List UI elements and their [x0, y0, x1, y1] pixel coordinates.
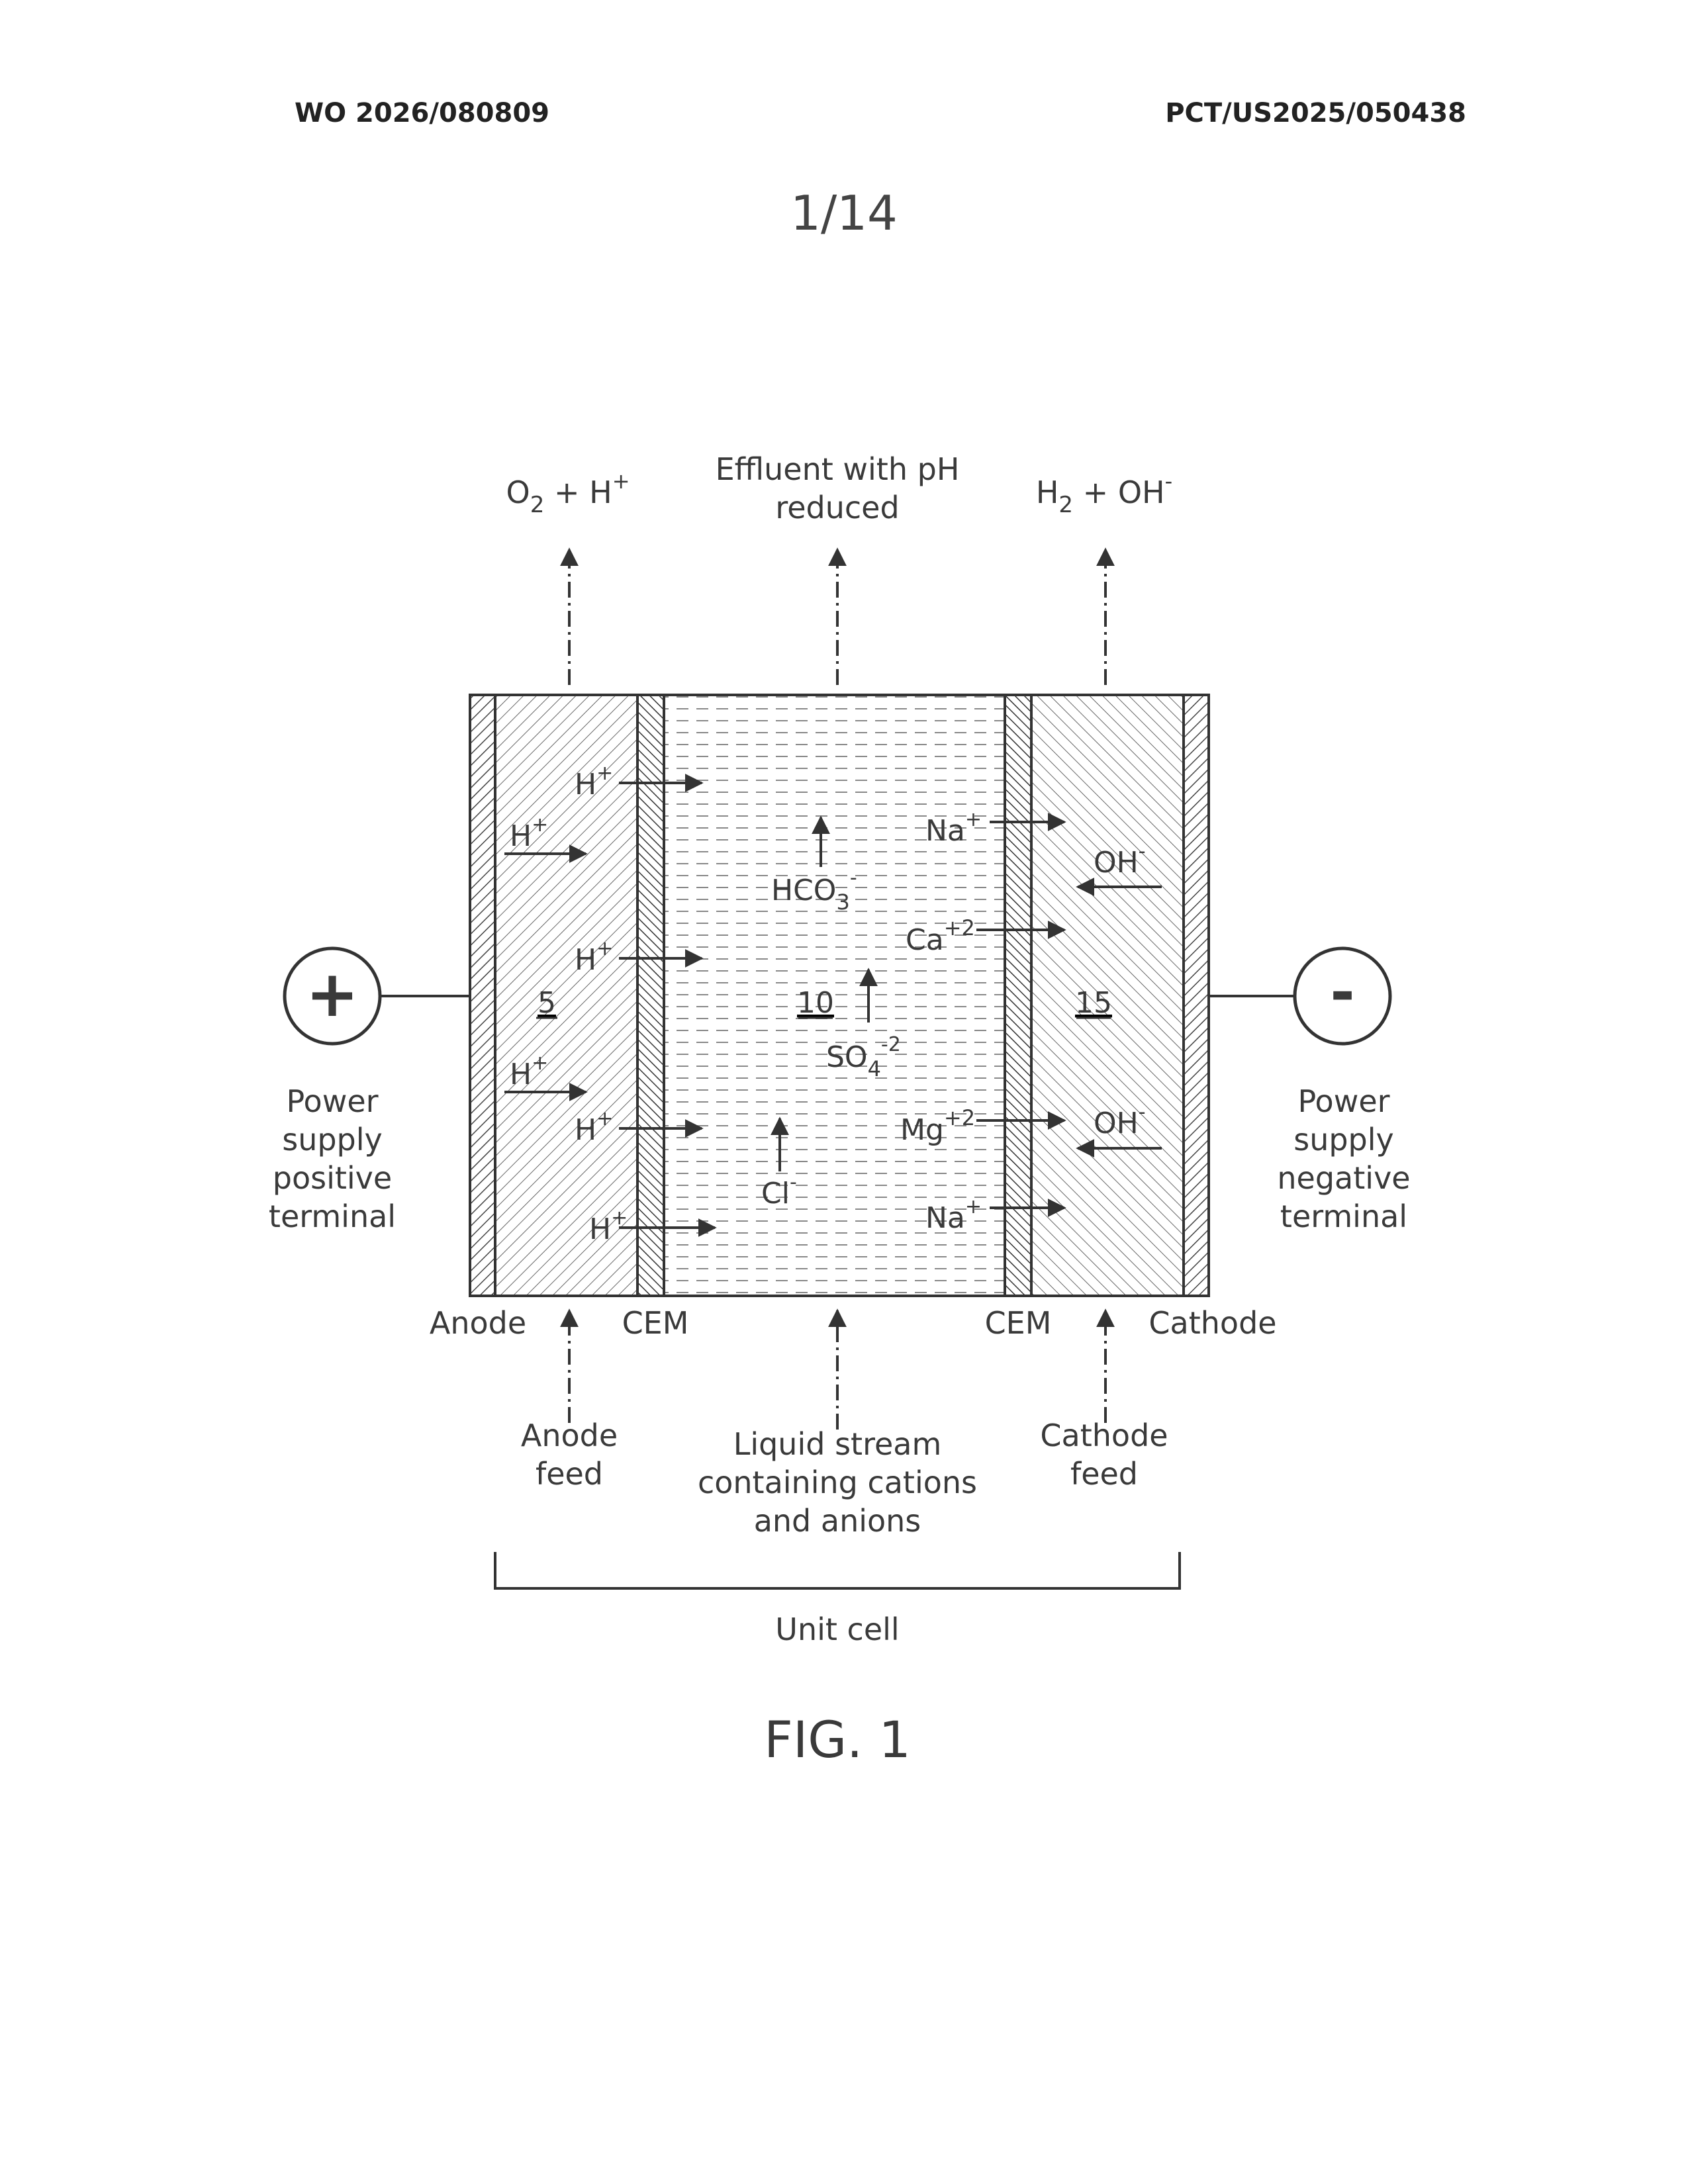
cem-left-label: CEM [622, 1305, 689, 1341]
anode-electrode [470, 695, 495, 1296]
liquid-stream-label-3: and anions [754, 1503, 921, 1539]
cathode-compartment-number: 15 [1075, 986, 1112, 1020]
anode-label: Anode [430, 1305, 526, 1341]
positive-terminal-label-4: terminal [269, 1199, 396, 1234]
negative-terminal-label-1: Power [1297, 1083, 1389, 1119]
liquid-stream-label-1: Liquid stream [733, 1426, 942, 1462]
cathode-electrode [1184, 695, 1209, 1296]
positive-terminal-label-1: Power [286, 1083, 378, 1119]
negative-terminal-label-3: negative [1277, 1160, 1410, 1196]
cathode-feed-label-1: Cathode [1040, 1418, 1168, 1453]
unit-cell-label: Unit cell [775, 1612, 899, 1647]
unit-cell-bracket [495, 1552, 1180, 1588]
cathode-feed-label-2: feed [1070, 1456, 1138, 1492]
anode-feed-label-1: Anode [521, 1418, 618, 1453]
middle-compartment-number: 10 [797, 986, 834, 1020]
cathode-output-label: H2 + OH- [1036, 469, 1172, 518]
positive-terminal-symbol: + [306, 957, 359, 1031]
anode-compartment-number: 5 [538, 986, 556, 1020]
liquid-stream-label-2: containing cations [698, 1465, 977, 1500]
anode-output-label: O2 + H+ [506, 469, 630, 518]
negative-terminal-label-4: terminal [1280, 1199, 1407, 1234]
negative-terminal-symbol: - [1330, 958, 1354, 1027]
cem-right-membrane [1005, 695, 1031, 1296]
anode-feed-label-2: feed [536, 1456, 603, 1492]
effluent-label-line2: reduced [775, 490, 899, 525]
oh-ion-label-2: OH- [1094, 1101, 1146, 1140]
positive-terminal-label-2: supply [282, 1122, 383, 1158]
cathode-label: Cathode [1149, 1305, 1276, 1341]
negative-terminal-label-2: supply [1293, 1122, 1394, 1158]
cem-left-membrane [637, 695, 664, 1296]
positive-terminal-label-3: positive [273, 1160, 392, 1196]
effluent-label-line1: Effluent with pH [716, 451, 960, 487]
cem-right-label: CEM [985, 1305, 1052, 1341]
oh-ion-label-1: OH- [1094, 840, 1146, 880]
figure-label: FIG. 1 [764, 1710, 911, 1769]
anode-compartment [495, 695, 637, 1296]
